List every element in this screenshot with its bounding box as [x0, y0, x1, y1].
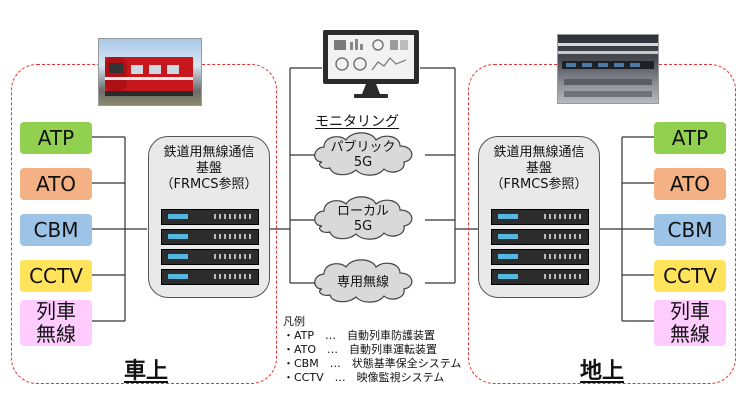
public-5g-label: パブリック 5G: [330, 140, 396, 170]
server-icon: [491, 269, 589, 285]
server-icon: [491, 209, 589, 225]
ground-label: 地上: [580, 359, 625, 384]
legend-item-cctv: ・CCTV … 映像監視システム: [283, 371, 445, 384]
onboard-label: 車上: [124, 359, 169, 384]
monitoring-display-icon: [322, 28, 420, 100]
server-icon: [161, 209, 259, 225]
onboard-train-radio-box: 列車 無線: [20, 300, 92, 346]
onboard-platform-title: 鉄道用無線通信 基盤 （FRMCS参照）: [160, 145, 258, 192]
legend-item-atp: ・ATP … 自動列車防護装置: [283, 329, 436, 342]
ground-cbm-box: CBM: [654, 214, 726, 246]
ground-comm-platform: 鉄道用無線通信 基盤 （FRMCS参照）: [478, 136, 600, 298]
monitoring-label: モニタリング: [315, 114, 399, 130]
cloud-public-5g: [314, 132, 413, 176]
legend-item-ato: ・ATO … 自動列車運転装置: [283, 343, 438, 356]
server-icon: [161, 269, 259, 285]
server-icon: [491, 249, 589, 265]
onboard-cctv-box: CCTV: [20, 260, 92, 292]
local-5g-label: ローカル 5G: [336, 204, 389, 234]
onboard-atp-box: ATP: [20, 122, 92, 154]
server-icon: [161, 249, 259, 265]
ground-platform-title: 鉄道用無線通信 基盤 （FRMCS参照）: [490, 145, 588, 192]
dedicated-radio-label: 専用無線: [336, 275, 389, 290]
legend-title: 凡例: [283, 315, 305, 328]
ground-atp-box: ATP: [654, 122, 726, 154]
red-subway-train-photo: [98, 38, 202, 106]
cloud-local-5g: [314, 196, 413, 240]
cloud-dedicated-radio: [314, 259, 413, 303]
server-icon: [161, 229, 259, 245]
server-icon: [491, 229, 589, 245]
onboard-cbm-box: CBM: [20, 214, 92, 246]
ground-train-radio-box: 列車 無線: [654, 300, 726, 346]
legend-item-cbm: ・CBM … 状態基準保全システム: [283, 357, 462, 370]
legend: 凡例 ・ATP … 自動列車防護装置 ・ATO … 自動列車運転装置 ・CBM …: [283, 315, 461, 385]
control-room-photo: [557, 34, 659, 104]
onboard-comm-platform: 鉄道用無線通信 基盤 （FRMCS参照）: [148, 136, 270, 298]
onboard-ato-box: ATO: [20, 168, 92, 200]
ground-cctv-box: CCTV: [654, 260, 726, 292]
ground-ato-box: ATO: [654, 168, 726, 200]
